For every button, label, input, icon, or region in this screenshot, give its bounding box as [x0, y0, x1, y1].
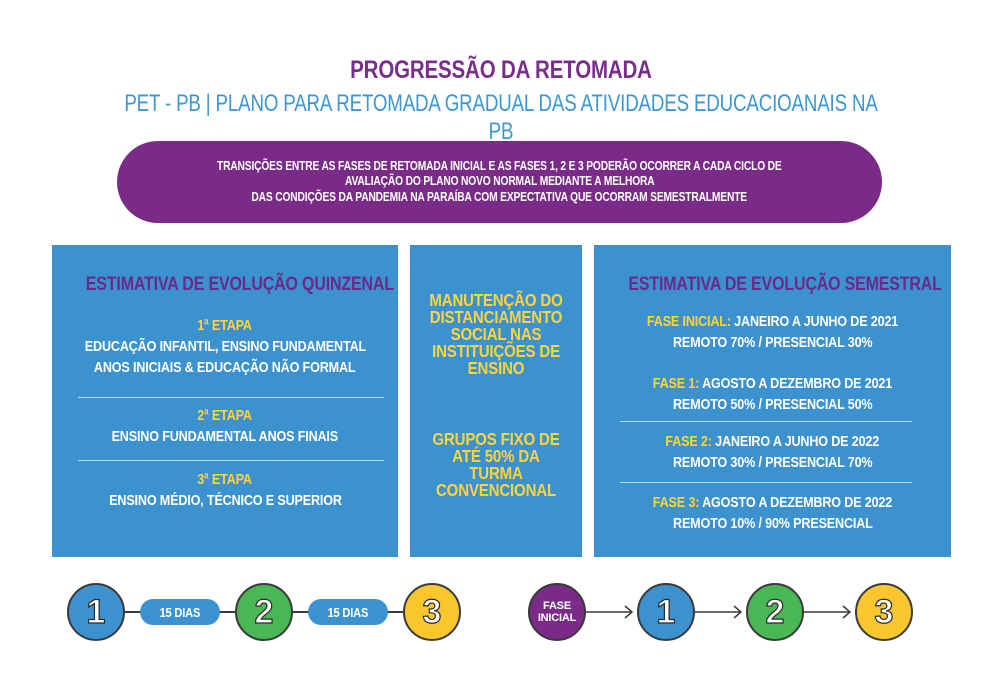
step-label: 2ª ETAPA: [197, 407, 253, 424]
step-text: ANOS INICIAIS & EDUCAÇÃO NÃO FORMAL: [94, 359, 356, 376]
semestral-panel: ESTIMATIVA DE EVOLUÇÃO SEMESTRAL FASE IN…: [594, 245, 951, 557]
phase-initial-circle: FASE INICIAL: [528, 583, 586, 641]
divider: [78, 397, 384, 398]
phase-1: FASE 1: AGOSTO A DEZEMBRO DE 2021 REMOTO…: [594, 373, 951, 415]
info-banner: TRANSIÇÕES ENTRE AS FASES DE RETOMADA IN…: [117, 141, 882, 223]
phase-initial: FASE INICIAL: JANEIRO A JUNHO DE 2021 RE…: [594, 311, 951, 353]
phase-label: FASE 1:: [652, 375, 700, 392]
step-label: 3ª ETAPA: [197, 471, 253, 488]
phase-detail: REMOTO 30% / PRESENCIAL 70%: [672, 454, 873, 471]
divider: [620, 482, 912, 483]
semestral-heading: ESTIMATIVA DE EVOLUÇÃO SEMESTRAL: [628, 273, 942, 295]
arrow-right-icon: [804, 605, 852, 619]
banner-line: AVALIAÇÃO DO PLANO NOVO NORMAL MEDIANTE …: [344, 174, 655, 189]
interval-badge: 15 DIAS: [308, 599, 388, 625]
step-circle-3: 3: [403, 583, 461, 641]
phase-label: FASE 2:: [665, 433, 713, 450]
quinzenal-panel: ESTIMATIVA DE EVOLUÇÃO QUINZENAL 1ª ETAP…: [52, 245, 398, 557]
banner-line: TRANSIÇÕES ENTRE AS FASES DE RETOMADA IN…: [217, 158, 782, 173]
divider: [620, 421, 912, 422]
distancing-text: MANUTENÇÃO DO DISTANCIAMENTO SOCIAL NAS …: [429, 290, 563, 378]
arrow-right-icon: [586, 605, 634, 619]
step-circle-1: 1: [67, 583, 125, 641]
step-2: 2ª ETAPA ENSINO FUNDAMENTAL ANOS FINAIS: [52, 407, 398, 445]
phase-label: FASE 3:: [652, 494, 700, 511]
phase-period: JANEIRO A JUNHO DE 2021: [734, 313, 899, 330]
phase-circle-3: 3: [855, 583, 913, 641]
page-subtitle: PET - PB | PLANO PARA RETOMADA GRADUAL D…: [124, 90, 878, 145]
groups-text: GRUPOS FIXO DE ATÉ 50% DA TURMA CONVENCI…: [432, 429, 560, 500]
phase-period: AGOSTO A DEZEMBRO DE 2021: [702, 375, 893, 392]
phase-label: FASE INICIAL:: [646, 313, 731, 330]
step-text: EDUCAÇÃO INFANTIL, ENSINO FUNDAMENTAL: [84, 338, 366, 355]
quinzenal-heading: ESTIMATIVA DE EVOLUÇÃO QUINZENAL: [85, 273, 394, 295]
step-text: ENSINO FUNDAMENTAL ANOS FINAIS: [111, 428, 339, 445]
divider: [78, 460, 384, 461]
interval-badge: 15 DIAS: [140, 599, 220, 625]
phase-3: FASE 3: AGOSTO A DEZEMBRO DE 2022 REMOTO…: [594, 492, 951, 534]
step-text: ENSINO MÉDIO, TÉCNICO E SUPERIOR: [108, 492, 342, 509]
phase-circle-2: 2: [746, 583, 804, 641]
phase-circle-1: 1: [637, 583, 695, 641]
phase-period: JANEIRO A JUNHO DE 2022: [715, 433, 880, 450]
banner-line: DAS CONDIÇÕES DA PANDEMIA NA PARAÍBA COM…: [251, 189, 748, 204]
phase-detail: REMOTO 10% / 90% PRESENCIAL: [672, 515, 873, 532]
phase-period: AGOSTO A DEZEMBRO DE 2022: [702, 494, 893, 511]
step-circle-2: 2: [235, 583, 293, 641]
step-1: 1ª ETAPA EDUCAÇÃO INFANTIL, ENSINO FUNDA…: [52, 317, 398, 378]
page-title: PROGRESSÃO DA RETOMADA: [350, 56, 652, 84]
measures-panel: MANUTENÇÃO DO DISTANCIAMENTO SOCIAL NAS …: [410, 245, 582, 557]
phase-2: FASE 2: JANEIRO A JUNHO DE 2022 REMOTO 3…: [594, 431, 951, 473]
phase-detail: REMOTO 50% / PRESENCIAL 50%: [672, 396, 873, 413]
step-3: 3ª ETAPA ENSINO MÉDIO, TÉCNICO E SUPERIO…: [52, 471, 398, 509]
arrow-right-icon: [695, 605, 743, 619]
step-label: 1ª ETAPA: [197, 317, 253, 334]
phase-detail: REMOTO 70% / PRESENCIAL 30%: [672, 334, 873, 351]
